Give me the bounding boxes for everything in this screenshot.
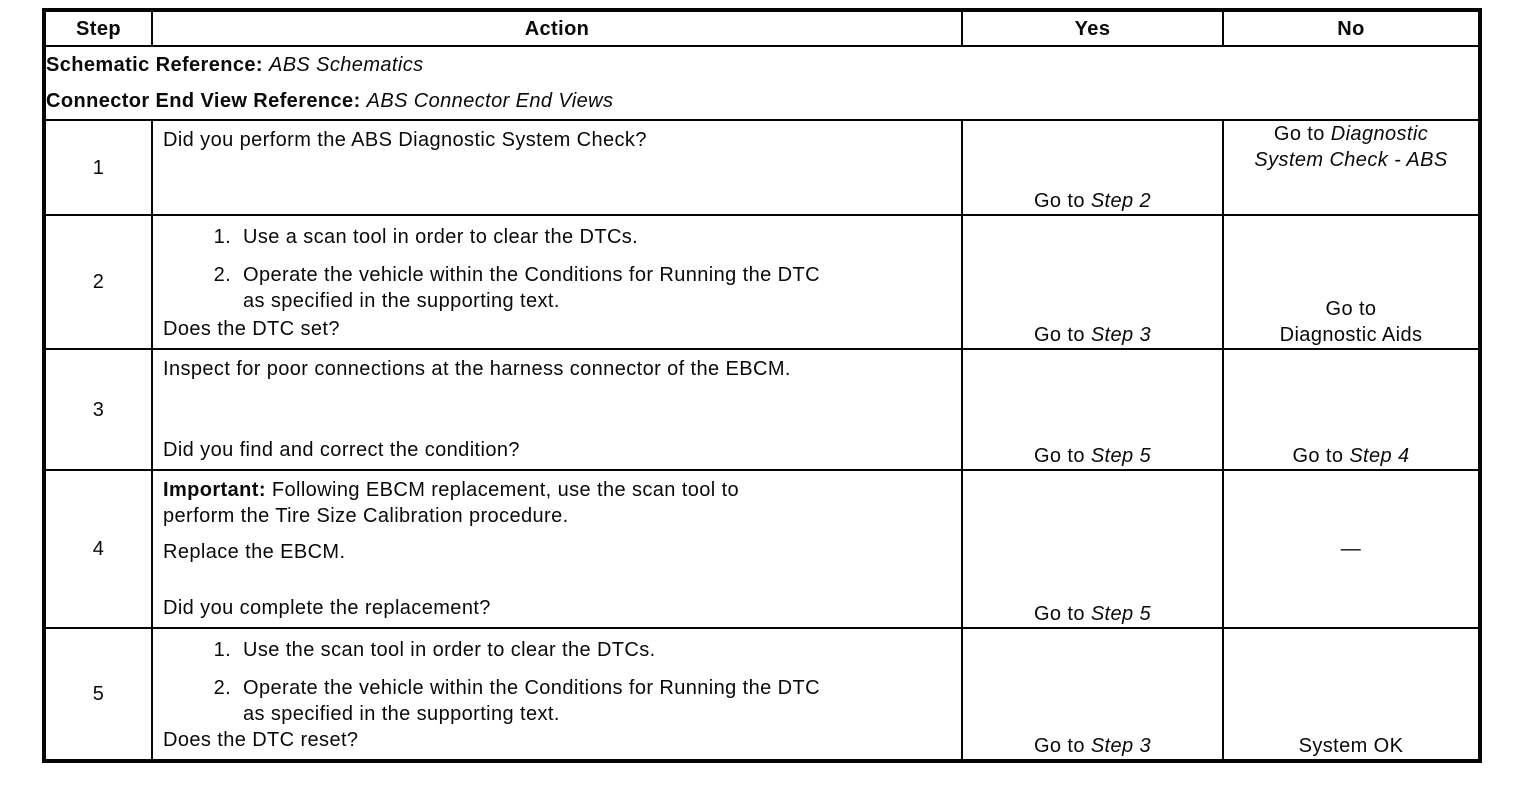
action-question: Did you complete the replacement?	[163, 597, 491, 619]
goto-text: Go to	[1033, 324, 1091, 346]
goto-text: Go to	[1033, 190, 1091, 212]
step-row-2: 2 Use a scan tool in order to clear the …	[43, 214, 1481, 350]
col-header-yes: Yes	[961, 9, 1224, 47]
goto-target: Step 3	[1090, 735, 1152, 757]
action-list-item: Use a scan tool in order to clear the DT…	[237, 224, 951, 250]
no-cell: —	[1222, 469, 1481, 629]
goto-target: Step 4	[1349, 445, 1410, 467]
goto-text: Go to	[1033, 735, 1091, 757]
goto-target: Step 2	[1090, 190, 1152, 212]
action-cell: Did you perform the ABS Diagnostic Syste…	[151, 119, 963, 216]
step-row-4: 4 Important: Following EBCM replacement,…	[43, 469, 1481, 629]
goto-target: Diagnostic Aids	[1279, 324, 1423, 346]
action-question: Does the DTC set?	[163, 318, 340, 340]
action-text: Inspect for poor connections at the harn…	[163, 358, 791, 380]
step-number: 5	[43, 627, 153, 762]
goto-text: Go to	[1273, 123, 1331, 145]
reference-row: Schematic Reference: ABS Schematics Conn…	[43, 45, 1481, 121]
goto-target: Step 5	[1090, 603, 1152, 625]
col-header-no: No	[1222, 9, 1481, 47]
goto-text: Go to	[1033, 445, 1091, 467]
goto-text: Go to	[1033, 603, 1091, 625]
step-number: 3	[43, 348, 153, 471]
goto-text: Go to	[1292, 445, 1350, 467]
goto-target-line2: System Check - ABS	[1254, 149, 1448, 171]
yes-cell: Go to Step 2	[961, 119, 1224, 216]
schematic-reference: Schematic Reference: ABS Schematics	[46, 47, 1478, 83]
status-text: System OK	[1298, 735, 1404, 757]
action-question: Does the DTC reset?	[163, 729, 359, 751]
yes-cell: Go to Step 3	[961, 214, 1224, 350]
step-row-5: 5 Use the scan tool in order to clear th…	[43, 627, 1481, 762]
action-cell: Inspect for poor connections at the harn…	[151, 348, 963, 471]
connector-end-view-reference: Connector End View Reference: ABS Connec…	[46, 83, 1478, 119]
action-question: Did you find and correct the condition?	[163, 439, 520, 461]
goto-text: Go to	[1325, 298, 1377, 320]
action-important-note: Important: Following EBCM replacement, u…	[163, 479, 740, 527]
no-cell: Go to Diagnostic Aids	[1222, 214, 1481, 350]
step-row-1: 1 Did you perform the ABS Diagnostic Sys…	[43, 119, 1481, 216]
step-number: 4	[43, 469, 153, 629]
important-label: Important:	[163, 479, 266, 501]
step-row-3: 3 Inspect for poor connections at the ha…	[43, 348, 1481, 471]
action-cell: Important: Following EBCM replacement, u…	[151, 469, 963, 629]
connector-reference-label: Connector End View Reference:	[46, 90, 361, 112]
action-numbered-list: Use the scan tool in order to clear the …	[163, 637, 951, 727]
goto-target: Step 5	[1090, 445, 1152, 467]
step-number: 2	[43, 214, 153, 350]
goto-target: Diagnostic	[1330, 123, 1429, 145]
no-cell: Go to Step 4	[1222, 348, 1481, 471]
goto-target: Step 3	[1090, 324, 1152, 346]
yes-cell: Go to Step 3	[961, 627, 1224, 762]
action-text: Replace the EBCM.	[163, 541, 346, 563]
schematic-reference-value: ABS Schematics	[268, 54, 424, 76]
col-header-action: Action	[151, 9, 963, 47]
action-list-item: Use the scan tool in order to clear the …	[237, 637, 951, 663]
step-number: 1	[43, 119, 153, 216]
no-cell: Go to Diagnostic System Check - ABS	[1222, 119, 1481, 216]
action-numbered-list: Use a scan tool in order to clear the DT…	[163, 224, 951, 314]
col-header-step: Step	[43, 9, 153, 47]
action-list-item: Operate the vehicle within the Condition…	[237, 675, 951, 727]
reference-cell: Schematic Reference: ABS Schematics Conn…	[43, 45, 1481, 121]
action-cell: Use a scan tool in order to clear the DT…	[151, 214, 963, 350]
yes-cell: Go to Step 5	[961, 348, 1224, 471]
no-cell: System OK	[1222, 627, 1481, 762]
em-dash: —	[1340, 538, 1362, 560]
connector-reference-value: ABS Connector End Views	[366, 90, 614, 112]
schematic-reference-label: Schematic Reference:	[46, 54, 263, 76]
action-question: Did you perform the ABS Diagnostic Syste…	[163, 129, 647, 151]
action-cell: Use the scan tool in order to clear the …	[151, 627, 963, 762]
diagnostic-table: Step Action Yes No Schematic Reference: …	[42, 8, 1482, 763]
action-list-item: Operate the vehicle within the Condition…	[237, 262, 951, 314]
yes-cell: Go to Step 5	[961, 469, 1224, 629]
header-row: Step Action Yes No	[43, 9, 1481, 47]
